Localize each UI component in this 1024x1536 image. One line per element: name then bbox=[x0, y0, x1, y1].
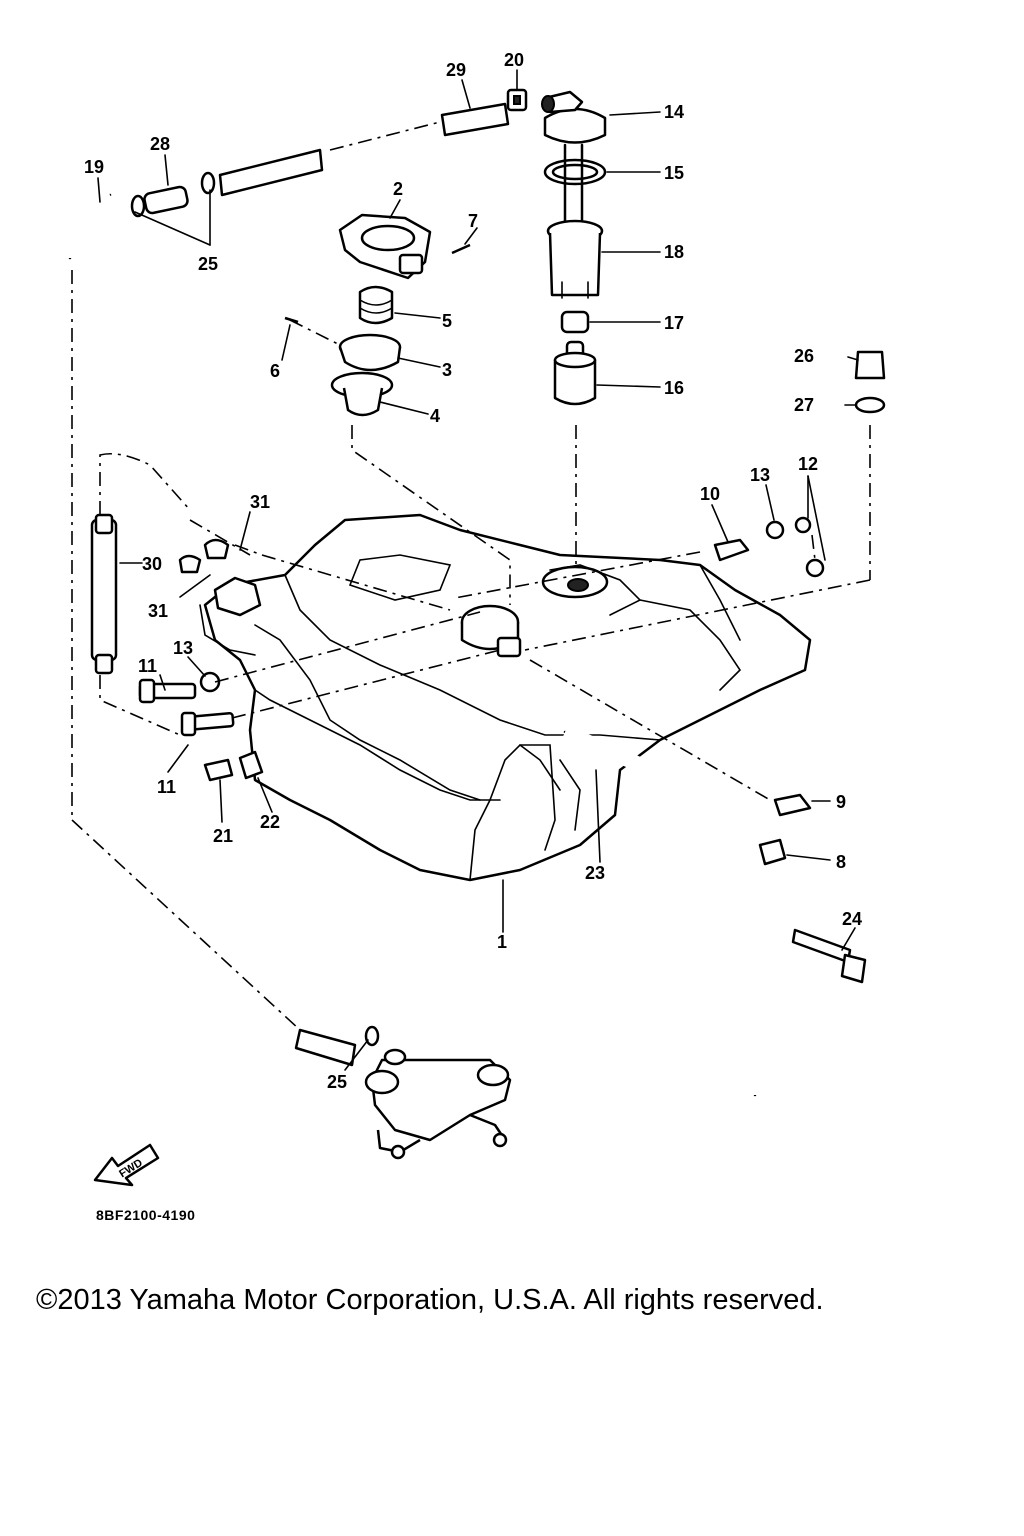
fuel-tank bbox=[199, 513, 825, 882]
callout-29: 29 bbox=[446, 60, 466, 80]
part-callouts: 1 2 3 4 5 6 7 8 9 10 11 11 12 13 13 14 1… bbox=[84, 50, 862, 1092]
callout-9: 9 bbox=[836, 792, 846, 812]
callout-26: 26 bbox=[794, 346, 814, 366]
callout-17: 17 bbox=[664, 313, 684, 333]
callout-28: 28 bbox=[150, 134, 170, 154]
diagram-code: 8BF2100-4190 bbox=[96, 1207, 196, 1223]
callout-10: 10 bbox=[700, 484, 720, 504]
filler-cap-assembly bbox=[284, 213, 471, 417]
forward-direction-arrow: FWD bbox=[93, 1143, 160, 1187]
callout-1: 1 bbox=[497, 932, 507, 952]
callout-13-right: 13 bbox=[750, 465, 770, 485]
hardware bbox=[138, 350, 886, 984]
callout-6: 6 bbox=[270, 361, 280, 381]
callout-2: 2 bbox=[393, 179, 403, 199]
callout-12: 12 bbox=[798, 454, 818, 474]
callout-22: 22 bbox=[260, 812, 280, 832]
callout-16: 16 bbox=[664, 378, 684, 398]
callout-5: 5 bbox=[442, 311, 452, 331]
callout-30: 30 bbox=[142, 554, 162, 574]
callout-20: 20 bbox=[504, 50, 524, 70]
callout-25-bottom: 25 bbox=[327, 1072, 347, 1092]
callout-7: 7 bbox=[468, 211, 478, 231]
fuel-sender-assembly bbox=[506, 88, 607, 406]
callout-24: 24 bbox=[842, 909, 862, 929]
callout-14: 14 bbox=[664, 102, 684, 122]
fuel-pump bbox=[364, 1048, 512, 1160]
callout-31-lower: 31 bbox=[148, 601, 168, 621]
callout-8: 8 bbox=[836, 852, 846, 872]
vent-hoses bbox=[64, 102, 763, 1097]
callout-19: 19 bbox=[84, 157, 104, 177]
callout-4: 4 bbox=[430, 406, 440, 426]
callout-15: 15 bbox=[664, 163, 684, 183]
callout-27: 27 bbox=[794, 395, 814, 415]
leader-lines bbox=[71, 69, 871, 1071]
callout-25-top: 25 bbox=[198, 254, 218, 274]
callout-11-lower: 11 bbox=[157, 777, 176, 797]
callout-11-upper: 11 bbox=[138, 656, 157, 676]
copyright-notice: ©2013 Yamaha Motor Corporation, U.S.A. A… bbox=[36, 1284, 824, 1316]
callout-31-upper: 31 bbox=[250, 492, 270, 512]
callout-23: 23 bbox=[585, 863, 605, 883]
fuel-tank-exploded-diagram: FWD bbox=[64, 50, 886, 1187]
callout-13-left: 13 bbox=[173, 638, 193, 658]
callout-3: 3 bbox=[442, 360, 452, 380]
callout-18: 18 bbox=[664, 242, 684, 262]
callout-21: 21 bbox=[213, 826, 233, 846]
